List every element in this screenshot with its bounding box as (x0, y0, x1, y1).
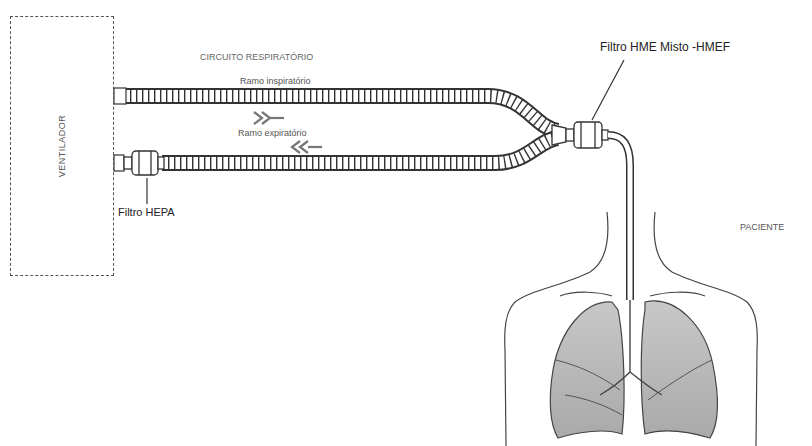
circuit-title: CIRCUITO RESPIRATÓRIO (198, 52, 315, 62)
lungs (550, 301, 717, 438)
trachea-bronchi (600, 300, 662, 395)
filter-label: Filtro HEPA (116, 206, 177, 218)
leader-line (146, 178, 147, 204)
device-label: VENTILADOR (57, 115, 67, 178)
patient-label: PACIENTE (738, 222, 786, 232)
lung-lobe-lines (556, 360, 712, 415)
endotracheal-tube (608, 135, 630, 300)
filter-label: Filtro HME Misto -HMEF (598, 40, 732, 54)
ventilator-box: VENTILADOR (10, 16, 114, 276)
patient-torso (505, 212, 758, 446)
expiratory-tube (162, 138, 558, 163)
leader-line (592, 60, 624, 120)
inspiratory-tube (118, 96, 558, 131)
y-piece (552, 125, 574, 145)
limb-label: Ramo inspiratório (238, 76, 313, 86)
hepa-filter (124, 151, 164, 175)
limb-label: Ramo expiratório (236, 128, 309, 138)
hmef-filter (574, 122, 608, 148)
